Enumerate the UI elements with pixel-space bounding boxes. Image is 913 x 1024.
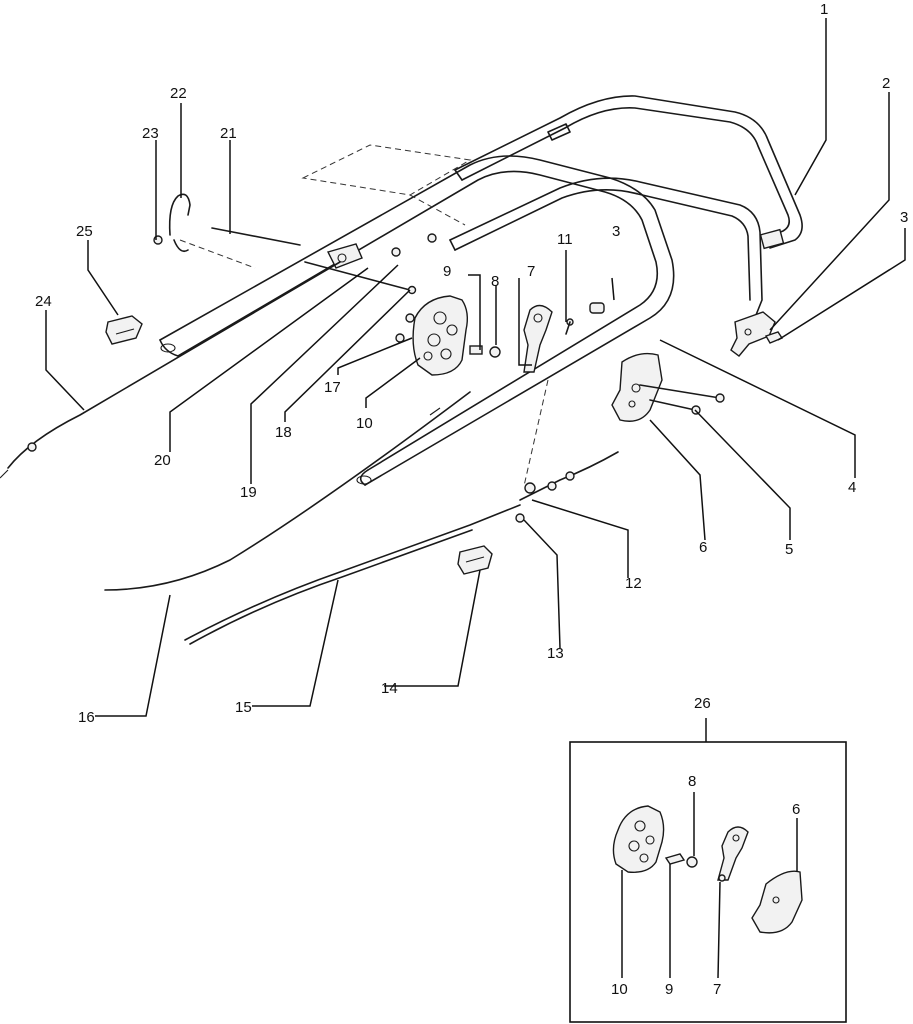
right-control-housing: [611, 352, 663, 422]
callout-14: 14: [381, 680, 398, 697]
wire-hook: [168, 193, 191, 253]
inset-callout-6: 6: [792, 801, 800, 818]
callout-7: 7: [527, 263, 535, 280]
inset-callout-10: 10: [611, 981, 628, 998]
left-control-housing: [412, 295, 469, 376]
inset-frame: [569, 741, 847, 1023]
inset-labels: 8 6 10 9 7: [611, 773, 800, 998]
handle-bracket: [730, 311, 784, 357]
callout-13: 13: [547, 645, 564, 662]
cables: [0, 261, 619, 645]
callout-21: 21: [220, 125, 237, 142]
callout-3-mid: 3: [612, 223, 620, 240]
upper-handle-bar: [454, 95, 803, 250]
inset-callout-9: 9: [665, 981, 673, 998]
cover-plate: [179, 144, 472, 269]
callout-26: 26: [694, 695, 711, 712]
lower-handle-bar: [159, 155, 675, 486]
callout-15: 15: [235, 699, 252, 716]
callout-11: 11: [557, 231, 573, 248]
callout-19: 19: [240, 484, 257, 501]
callout-9: 9: [443, 263, 451, 280]
callout-20: 20: [154, 452, 171, 469]
callout-17: 17: [324, 379, 341, 396]
inset-assembly-26: [569, 718, 847, 1023]
callout-6: 6: [699, 539, 707, 556]
bolts: [211, 227, 725, 415]
callout-25: 25: [76, 223, 93, 240]
small-hardware: [153, 233, 605, 358]
callout-22: 22: [170, 85, 187, 102]
cable-clip-14: [457, 545, 493, 575]
callout-8: 8: [491, 273, 499, 290]
callout-4: 4: [848, 479, 856, 496]
inset-callout-7: 7: [713, 981, 721, 998]
callout-5: 5: [785, 541, 793, 558]
leader-lines: [45, 18, 906, 717]
callout-12: 12: [625, 575, 642, 592]
callout-2: 2: [882, 75, 890, 92]
callout-18: 18: [275, 424, 292, 441]
callout-10: 10: [356, 415, 373, 432]
callout-16: 16: [78, 709, 95, 726]
callout-3-right: 3: [900, 209, 908, 226]
cable-mount: [326, 243, 363, 269]
callout-labels: 1 2 3 3 4 5 6 7 8 9 10 11 12 13 14 15 16…: [35, 1, 908, 726]
inset-callout-8: 8: [688, 773, 696, 790]
cable-clip-25: [105, 315, 143, 345]
side-rail: [449, 177, 763, 331]
control-lever: [523, 304, 553, 373]
callout-23: 23: [142, 125, 159, 142]
callout-24: 24: [35, 293, 52, 310]
callout-1: 1: [820, 1, 828, 18]
